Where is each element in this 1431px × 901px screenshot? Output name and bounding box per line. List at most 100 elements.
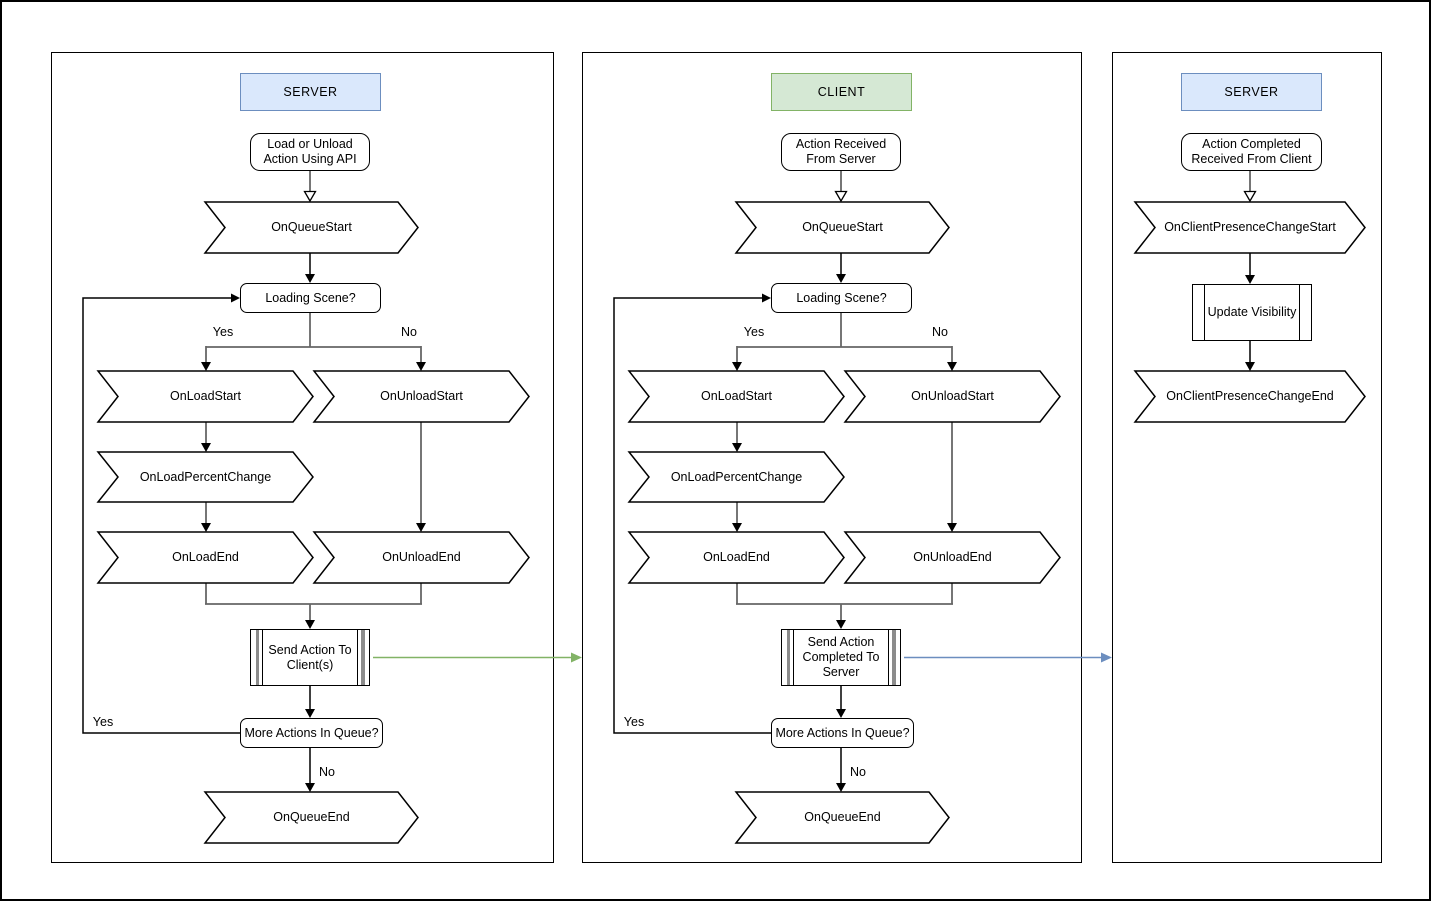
lane-3-presence-start-step: OnClientPresenceChangeStart bbox=[1133, 201, 1366, 254]
lane-1-send-action-subprocess: Send Action To Client(s) bbox=[250, 629, 370, 686]
lane-2-loop-yes-label: Yes bbox=[623, 715, 645, 729]
lane-3-update-visibility-subprocess: Update Visibility bbox=[1192, 284, 1312, 341]
lane-2-start-node: Action Received From Server bbox=[781, 133, 901, 171]
subprocess-right-line bbox=[1299, 285, 1300, 340]
lane-2-onloadpercentchange-label: OnLoadPercentChange bbox=[670, 469, 803, 484]
step-shape bbox=[312, 531, 530, 584]
lane-1-header-label: SERVER bbox=[283, 84, 338, 99]
lane-3-presence-start-label: OnClientPresenceChangeStart bbox=[1164, 220, 1336, 234]
lane-3-update-visibility-label: Update Visibility bbox=[1207, 305, 1297, 319]
open-arrowhead-icon bbox=[1243, 190, 1257, 203]
lane-1-onunloadend-step: OnUnloadEnd bbox=[312, 531, 530, 584]
subprocess-right-line bbox=[888, 630, 889, 685]
lane-2-onqueueend-step: OnQueueEnd bbox=[734, 791, 950, 844]
lane-2-onunloadstart-step: OnUnloadStart bbox=[843, 370, 1061, 423]
lane-2-more-actions-decision: More Actions In Queue? bbox=[771, 718, 914, 748]
lane-2-send-action-label: Send Action Completed To Server bbox=[802, 635, 880, 679]
lane-1-onqueueend-label: OnQueueEnd bbox=[273, 810, 350, 824]
server-lane-2-flow-connectors bbox=[1243, 171, 1257, 371]
client-to-server-arrow bbox=[904, 652, 1112, 663]
client-lane-frame bbox=[582, 52, 1082, 863]
lane-2-onloadend-label: OnLoadEnd bbox=[703, 550, 770, 564]
lane-3-header: SERVER bbox=[1181, 73, 1322, 111]
lane-1-send-action-label: Send Action To Client(s) bbox=[268, 642, 352, 672]
lane-1-onloadstart-step: OnLoadStart bbox=[96, 370, 314, 423]
lane-2-onqueuestart-label: OnQueueStart bbox=[802, 220, 883, 234]
lane-2-onunloadend-label: OnUnloadEnd bbox=[913, 550, 992, 564]
step-shape bbox=[1133, 201, 1366, 254]
lane-2-header: CLIENT bbox=[771, 73, 912, 111]
step-shape bbox=[96, 451, 314, 503]
lane-3-header-label: SERVER bbox=[1224, 84, 1279, 99]
step-shape bbox=[96, 531, 314, 584]
lane-1-onqueuestart-step: OnQueueStart bbox=[203, 201, 419, 254]
lane-2-onloadstart-step: OnLoadStart bbox=[627, 370, 845, 423]
lane-2-end-no-label: No bbox=[850, 765, 866, 779]
server-lane-2-frame bbox=[1112, 52, 1382, 863]
lane-2-onunloadstart-label: OnUnloadStart bbox=[911, 389, 994, 403]
lane-1-onunloadend-label: OnUnloadEnd bbox=[382, 550, 461, 564]
lane-1-onloadstart-label: OnLoadStart bbox=[170, 389, 241, 403]
subprocess-right-bar bbox=[361, 630, 365, 685]
server-to-client-arrow bbox=[373, 652, 582, 663]
lane-3-presence-end-step: OnClientPresenceChangeEnd bbox=[1133, 370, 1366, 423]
lane-2-yes-branch-label: Yes bbox=[743, 325, 765, 339]
open-arrowhead-icon bbox=[303, 190, 317, 203]
lane-1-loading-scene-decision: Loading Scene? bbox=[240, 283, 381, 313]
lane-1-onloadend-label: OnLoadEnd bbox=[172, 550, 239, 564]
lane-1-more-actions-label: More Actions In Queue? bbox=[244, 725, 379, 740]
step-shape bbox=[627, 370, 845, 423]
lane-2-onqueuestart-step: OnQueueStart bbox=[734, 201, 950, 254]
subprocess-left-bar bbox=[255, 630, 259, 685]
lane-2-onloadstart-label: OnLoadStart bbox=[701, 389, 772, 403]
lane-flow-connectors bbox=[82, 171, 426, 792]
lane-2-header-label: CLIENT bbox=[817, 84, 866, 99]
lane-1-onloadpercentchange-step: OnLoadPercentChange bbox=[96, 451, 314, 503]
lane-1-onqueueend-step: OnQueueEnd bbox=[203, 791, 419, 844]
lane-1-onloadend-step: OnLoadEnd bbox=[96, 531, 314, 584]
step-shape bbox=[312, 370, 530, 423]
lane-2-onunloadend-step: OnUnloadEnd bbox=[843, 531, 1061, 584]
lane-1-onunloadstart-step: OnUnloadStart bbox=[312, 370, 530, 423]
step-shape bbox=[203, 791, 419, 844]
lane-2-onqueueend-label: OnQueueEnd bbox=[804, 810, 881, 824]
subprocess-left-bar bbox=[786, 630, 790, 685]
subprocess-right-bar bbox=[892, 630, 896, 685]
step-shape bbox=[203, 201, 419, 254]
lane-1-header: SERVER bbox=[240, 73, 381, 111]
lane-1-start-label: Load or Unload Action Using API bbox=[263, 137, 357, 166]
lane-2-more-actions-label: More Actions In Queue? bbox=[775, 725, 910, 740]
step-shape bbox=[96, 370, 314, 423]
lane-2-loading-scene-label: Loading Scene? bbox=[796, 290, 887, 305]
lane-2-start-label: Action Received From Server bbox=[795, 137, 887, 166]
lane-1-loop-yes-label: Yes bbox=[92, 715, 114, 729]
subprocess-right-line bbox=[357, 630, 358, 685]
lane-2-no-branch-label: No bbox=[932, 325, 948, 339]
blue-arrowhead-icon bbox=[1101, 652, 1112, 663]
subprocess-left-line bbox=[262, 630, 263, 685]
lane-3-start-node: Action Completed Received From Client bbox=[1181, 133, 1322, 171]
step-shape bbox=[734, 791, 950, 844]
lane-1-no-branch-label: No bbox=[401, 325, 417, 339]
server-lane-1-frame bbox=[51, 52, 554, 863]
green-arrowhead-icon bbox=[571, 652, 582, 663]
step-shape bbox=[843, 531, 1061, 584]
lane-3-start-label: Action Completed Received From Client bbox=[1191, 137, 1312, 166]
lane-1-onqueuestart-label: OnQueueStart bbox=[271, 220, 352, 234]
step-shape bbox=[843, 370, 1061, 423]
lane-1-loading-scene-label: Loading Scene? bbox=[265, 290, 356, 305]
lane-2-loading-scene-decision: Loading Scene? bbox=[771, 283, 912, 313]
lane-2-onloadend-step: OnLoadEnd bbox=[627, 531, 845, 584]
subprocess-left-line bbox=[793, 630, 794, 685]
lane-1-more-actions-decision: More Actions In Queue? bbox=[240, 718, 383, 748]
lane-1-start-node: Load or Unload Action Using API bbox=[250, 133, 370, 171]
lane-1-onloadpercentchange-label: OnLoadPercentChange bbox=[139, 469, 272, 484]
step-shape bbox=[627, 531, 845, 584]
lane-2-onloadpercentchange-step: OnLoadPercentChange bbox=[627, 451, 845, 503]
lane-1-yes-branch-label: Yes bbox=[212, 325, 234, 339]
lane-1-onunloadstart-label: OnUnloadStart bbox=[380, 389, 463, 403]
lane-3-presence-end-label: OnClientPresenceChangeEnd bbox=[1166, 389, 1334, 403]
step-shape bbox=[734, 201, 950, 254]
